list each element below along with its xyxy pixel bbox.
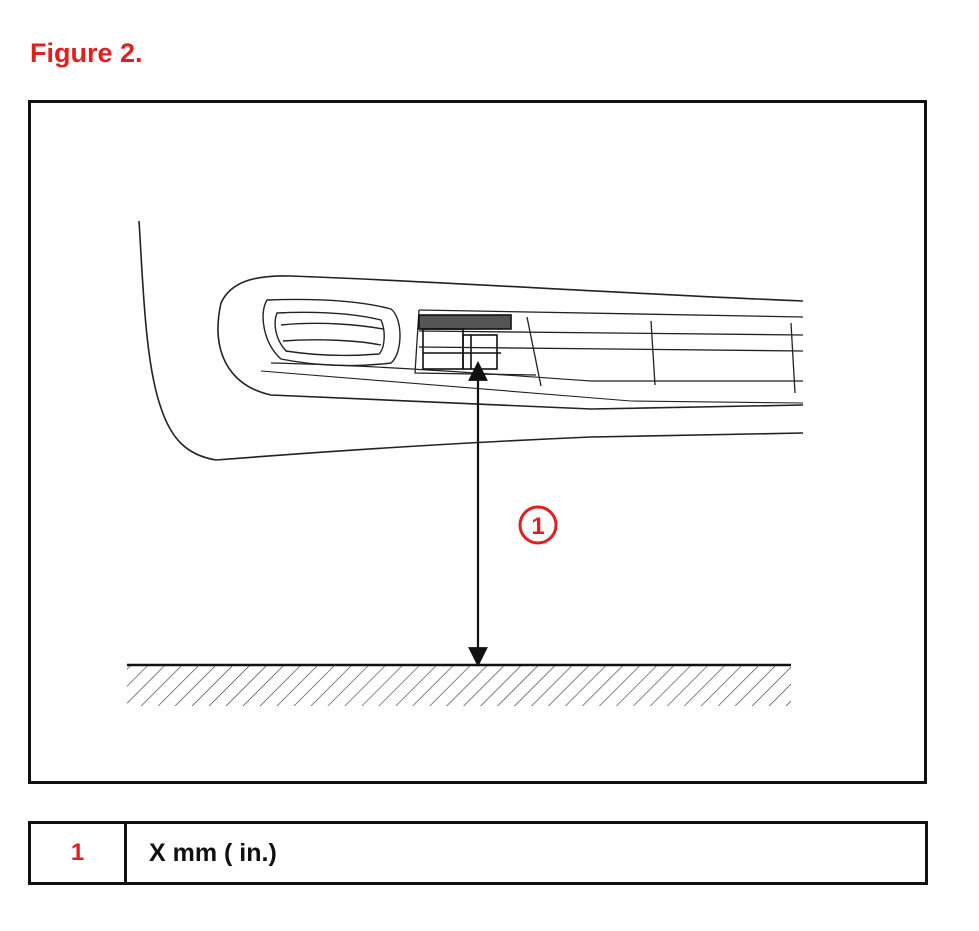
ground-surface xyxy=(127,663,791,706)
legend-row-description: X mm ( in.) xyxy=(149,838,277,867)
fog-lamp-opening xyxy=(262,298,401,367)
legend-row-number: 1 xyxy=(31,824,127,882)
diagram-frame: 1 xyxy=(28,100,927,784)
measurement-bracket xyxy=(418,314,512,370)
figure-title: Figure 2. xyxy=(30,38,143,68)
bumper-clearance-drawing: 1 xyxy=(127,220,804,706)
legend-table: 1 X mm ( in.) xyxy=(28,821,928,885)
callout-1-number: 1 xyxy=(531,513,544,540)
callout-1: 1 xyxy=(518,505,558,545)
lower-grille xyxy=(414,309,804,394)
